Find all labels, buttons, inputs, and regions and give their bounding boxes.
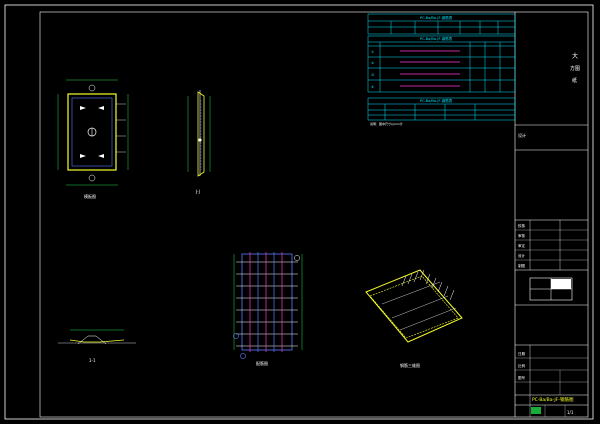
- stamp: [531, 407, 541, 414]
- cell-label-7: 图号: [518, 375, 526, 380]
- table-row-label-1: ①: [371, 50, 374, 54]
- table-1-title: PC-Ba/Ba-JF-钢筋表: [420, 15, 453, 20]
- side-label-2: 图: [575, 66, 580, 72]
- table-3: [367, 97, 516, 121]
- table-2: [367, 35, 516, 93]
- section-jj-label: J-J: [195, 189, 200, 194]
- iso-view-label: 钢筋三维图: [400, 362, 420, 368]
- table-shapes: [400, 50, 460, 87]
- cell-label-4: 制图: [518, 263, 526, 268]
- table-row-label-3: ③: [371, 73, 374, 77]
- section-1-1-label: 1-1: [89, 358, 96, 363]
- page-number: 1/1: [567, 410, 574, 415]
- iso-rebar-view: 钢筋三维图: [365, 269, 463, 368]
- rebar-plan-label: 配筋图: [256, 360, 268, 366]
- rebar-plan: 配筋图: [233, 252, 303, 366]
- table-row-label-2: ②: [371, 61, 374, 65]
- key-plan-highlight: [551, 279, 571, 289]
- section-1-1: 1-1: [58, 329, 136, 363]
- title-block: 大 方 图 纸 设计 校核 审核 审定 设计 制图 日期 比例 图号 PC-Ba…: [514, 12, 588, 417]
- table-1: [367, 13, 516, 35]
- plan-view-label: 模板图: [84, 193, 96, 199]
- rebar-tables: [367, 13, 516, 121]
- section-jj: J-J: [187, 90, 211, 194]
- cell-label-5: 日期: [518, 351, 526, 356]
- plan-view: 模板图: [57, 79, 129, 199]
- side-label-0: 大: [572, 52, 578, 60]
- table-3-title: PC-Ba/Ba-JF-钢筋表: [420, 98, 453, 103]
- cell-label-2: 审定: [518, 243, 526, 248]
- cell-label-1: 审核: [518, 233, 526, 238]
- title-cell-label: 设计: [518, 132, 526, 138]
- table-2-title: PC-Ba/Ba-JF-钢筋表: [420, 36, 453, 41]
- table-row-label-4: ④: [371, 85, 374, 89]
- side-label-1: 方: [570, 65, 575, 72]
- inner-frame: [39, 11, 589, 418]
- panel-outline: [67, 93, 117, 171]
- side-label-3: 纸: [572, 77, 577, 84]
- cell-label-0: 校核: [518, 223, 526, 228]
- drawing-title: PC-Ba/Ba-JF-钢筋图: [532, 396, 574, 403]
- outer-frame: [4, 4, 594, 420]
- cell-label-6: 比例: [518, 363, 526, 368]
- cell-label-3: 设计: [518, 253, 526, 258]
- notes-label: 说明：图中尺寸以mm计: [370, 121, 403, 126]
